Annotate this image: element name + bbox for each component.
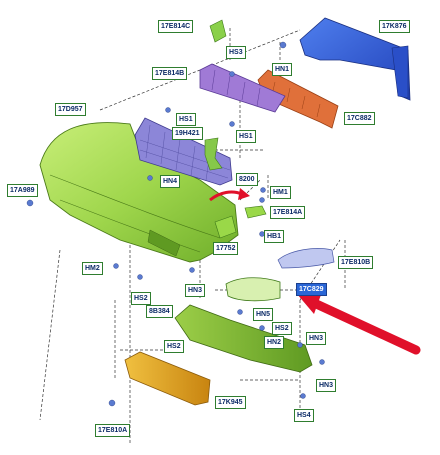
part-label-17E810A: 17E810A [95, 424, 131, 437]
part-label-HN2: HN2 [264, 336, 285, 349]
part-label-17E810B: 17E810B [338, 256, 374, 269]
part-label-8200: 8200 [236, 173, 258, 186]
part-label-8B384: 8B384 [146, 305, 173, 318]
bracket-19H421 [204, 137, 223, 171]
clip-17E814A [244, 205, 267, 219]
lower-valance [174, 304, 313, 373]
part-label-HN5: HN5 [253, 308, 274, 321]
part-label-17E814C: 17E814C [158, 20, 194, 33]
part-label-17E814A: 17E814A [270, 206, 306, 219]
part-label-HN3-b: HN3 [306, 332, 327, 345]
part-label-17A989: 17A989 [7, 184, 38, 197]
part-label-HS4: HS4 [294, 409, 314, 422]
lamp-bezel-17E810B [277, 248, 335, 269]
part-label-19H421: 19H421 [172, 127, 203, 140]
upper-grille-bracket [199, 63, 286, 113]
part-label-17C829: 17C829 [296, 283, 327, 296]
part-label-HS1-b: HS1 [236, 130, 256, 143]
part-label-HS2: HS2 [131, 292, 151, 305]
clip-17E814C [209, 19, 227, 43]
part-label-HN4: HN4 [160, 175, 181, 188]
skid-plate [124, 351, 211, 406]
part-label-HS2-c: HS2 [164, 340, 184, 353]
part-label-HN1: HN1 [272, 63, 293, 76]
reinforcement-bracket [391, 45, 409, 99]
part-label-HB1: HB1 [264, 230, 285, 243]
part-label-17K876: 17K876 [379, 20, 410, 33]
part-label-HS1: HS1 [176, 113, 196, 126]
part-label-HS2-b: HS2 [272, 322, 292, 335]
part-label-HS3: HS3 [226, 46, 246, 59]
part-label-17E814B: 17E814B [152, 67, 188, 80]
part-label-17D957: 17D957 [55, 103, 86, 116]
part-label-17K945: 17K945 [215, 396, 246, 409]
part-label-HM1: HM1 [270, 186, 291, 199]
part-label-17C882: 17C882 [344, 112, 375, 125]
bracket-17752 [214, 215, 237, 239]
highlighted-part-17C829 [225, 277, 281, 302]
highlight-arrow [307, 297, 421, 355]
part-label-HN3-c: HN3 [316, 379, 337, 392]
part-label-HN3: HN3 [185, 284, 206, 297]
part-label-17752: 17752 [213, 242, 239, 255]
fasteners [26, 41, 325, 407]
highlight-arrow-head [297, 292, 322, 314]
part-label-HM2: HM2 [82, 262, 103, 275]
